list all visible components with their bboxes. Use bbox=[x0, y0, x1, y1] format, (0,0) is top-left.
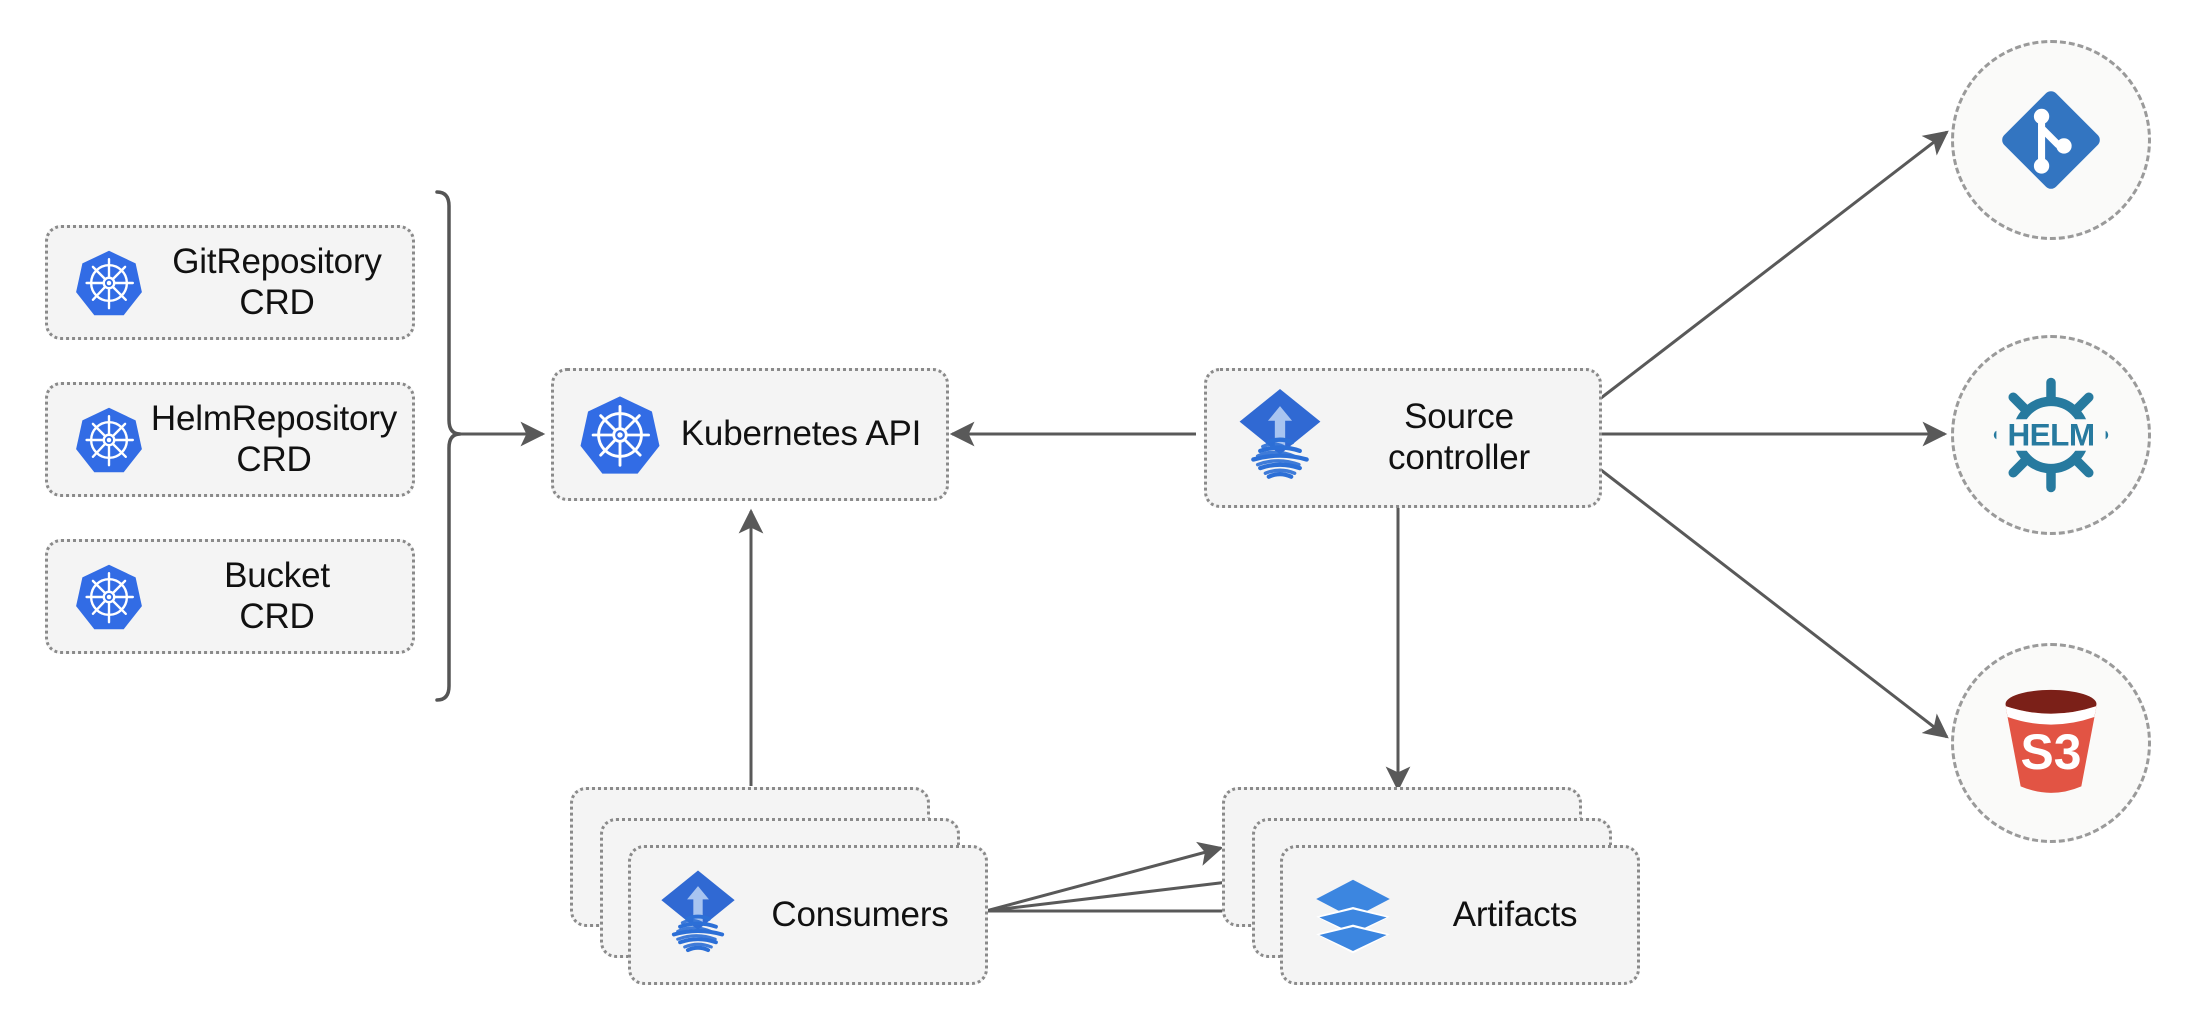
artifacts-node[interactable]: Artifacts bbox=[1280, 845, 1640, 985]
kubernetes-api-label: Kubernetes API bbox=[680, 414, 922, 454]
source-controller-node[interactable]: Source controller bbox=[1204, 368, 1602, 508]
crd-box-gitrepository[interactable]: GitRepository CRD bbox=[45, 225, 415, 340]
consumers-node[interactable]: Consumers bbox=[628, 845, 988, 985]
git-source-circle[interactable] bbox=[1951, 40, 2151, 240]
crd-box-helmrepository[interactable]: HelmRepository CRD bbox=[45, 382, 415, 497]
edge-consumers-to-artifacts-back bbox=[985, 841, 1224, 913]
kubernetes-icon bbox=[74, 405, 144, 475]
source-controller-label: Source controller bbox=[1388, 397, 1530, 477]
crd-label: Bucket CRD bbox=[224, 555, 330, 636]
edge-source-to-s3 bbox=[1600, 468, 1949, 739]
crd-label: GitRepository CRD bbox=[172, 241, 382, 322]
crd-label: HelmRepository CRD bbox=[150, 398, 398, 479]
flux-icon bbox=[1237, 387, 1323, 489]
helm-source-circle[interactable] bbox=[1951, 335, 2151, 535]
git-icon bbox=[1992, 81, 2110, 199]
edge-source-to-git bbox=[1600, 130, 1949, 400]
artifacts-label: Artifacts bbox=[1452, 894, 1578, 934]
kubernetes-api-node[interactable]: Kubernetes API bbox=[551, 368, 949, 501]
crd-group-brace bbox=[435, 190, 462, 702]
s3-source-circle[interactable] bbox=[1951, 643, 2151, 843]
edge-consumers-to-artifacts-mid bbox=[985, 869, 1256, 913]
layers-icon bbox=[1313, 875, 1393, 955]
kubernetes-icon bbox=[74, 562, 144, 632]
s3-bucket-icon bbox=[1986, 678, 2116, 808]
crd-box-bucket[interactable]: Bucket CRD bbox=[45, 539, 415, 654]
kubernetes-icon bbox=[74, 248, 144, 318]
kubernetes-icon bbox=[578, 393, 662, 477]
helm-icon bbox=[1988, 372, 2114, 498]
consumers-label: Consumers bbox=[771, 894, 949, 934]
flux-icon bbox=[659, 868, 737, 962]
